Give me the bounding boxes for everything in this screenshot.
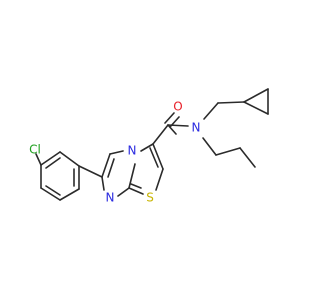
bond bbox=[167, 124, 177, 135]
bond-layer bbox=[35, 88, 269, 201]
bond bbox=[167, 124, 189, 127]
bond bbox=[243, 88, 269, 103]
bond bbox=[217, 101, 245, 104]
atom-label-oxygen: O bbox=[173, 100, 182, 114]
atom-label-sulfur: S bbox=[146, 191, 154, 205]
atom-label-amide-nitrogen: N bbox=[192, 121, 201, 135]
bond bbox=[109, 150, 124, 155]
atom-label-chlorine: Cl bbox=[29, 143, 41, 157]
bond bbox=[40, 187, 61, 201]
atom-label-ring-nitrogen: N bbox=[106, 191, 115, 205]
bond bbox=[152, 124, 169, 145]
bond bbox=[215, 147, 241, 156]
bond bbox=[152, 143, 164, 170]
atom-label-bridgehead-nitrogen: N bbox=[128, 144, 137, 158]
bond bbox=[35, 153, 42, 166]
bond-double-inner bbox=[45, 185, 61, 196]
bond bbox=[128, 163, 136, 189]
bond-double-inner bbox=[45, 157, 61, 169]
bond-double-inner bbox=[107, 158, 115, 178]
bond bbox=[78, 165, 103, 178]
bond-double-inner bbox=[149, 147, 159, 168]
bond bbox=[155, 168, 164, 191]
bond bbox=[40, 151, 61, 166]
bond-double-inner bbox=[130, 183, 142, 189]
bond bbox=[117, 187, 130, 197]
structure-diagram: Cl O N N N S bbox=[29, 88, 269, 205]
molecule-canvas: Cl O N N N S bbox=[29, 88, 269, 205]
bond bbox=[101, 153, 111, 178]
bond bbox=[202, 137, 217, 156]
bond-double bbox=[164, 112, 175, 124]
bond bbox=[203, 102, 219, 120]
bond bbox=[140, 143, 154, 152]
bond bbox=[59, 188, 80, 201]
bond bbox=[243, 101, 269, 115]
bond bbox=[59, 151, 80, 167]
bond bbox=[101, 176, 105, 191]
bond bbox=[128, 187, 144, 195]
bond bbox=[239, 147, 256, 168]
atom-label-layer: Cl O N N N S bbox=[29, 100, 200, 205]
